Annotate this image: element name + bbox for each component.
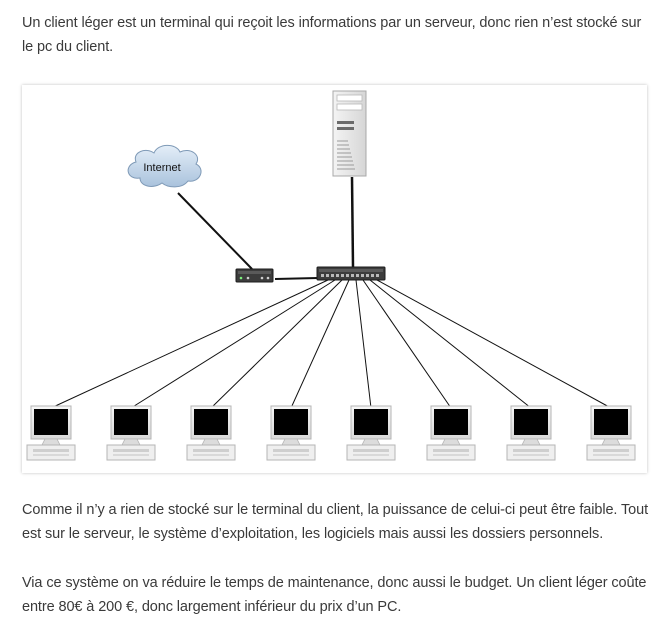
cable-router-switch — [274, 277, 319, 280]
cable-lines — [50, 176, 612, 409]
switch-port — [331, 274, 334, 277]
switch-port — [351, 274, 354, 277]
network-diagram-svg: Internet — [26, 90, 636, 461]
cable-switch-client — [130, 279, 336, 409]
thin-client-row — [26, 405, 636, 461]
client-cables — [50, 279, 612, 409]
switch-port — [356, 274, 359, 277]
switch-port — [321, 274, 324, 277]
router-icon — [235, 268, 274, 283]
cable-switch-client — [362, 279, 452, 409]
network-diagram: Internet — [22, 85, 647, 473]
network-switch-icon — [316, 266, 386, 281]
cloud-icon: Internet — [127, 144, 202, 188]
switch-port — [366, 274, 369, 277]
switch-port — [341, 274, 344, 277]
switch-port — [361, 274, 364, 277]
cable-switch-client — [210, 279, 343, 409]
thin-client-computer-icon — [26, 405, 76, 461]
cable-switch-client — [290, 279, 350, 409]
thin-client-computer-icon — [266, 405, 316, 461]
thin-client-computer-icon — [346, 405, 396, 461]
cable-server-switch — [350, 176, 355, 268]
cable-switch-client — [376, 279, 612, 409]
switch-port — [376, 274, 379, 277]
cable-internet-router — [177, 192, 253, 270]
switch-port — [371, 274, 374, 277]
server-tower-icon — [332, 90, 367, 177]
thin-client-computer-icon — [506, 405, 556, 461]
paragraph-2: Comme il n’y a rien de stocké sur le ter… — [22, 502, 649, 542]
paragraph-3: Via ce système on va réduire le temps de… — [22, 575, 647, 615]
cable-switch-client — [355, 279, 372, 409]
thin-client-computer-icon — [426, 405, 476, 461]
intro-paragraph: Un client léger est un terminal qui reço… — [22, 15, 642, 55]
cable-switch-client — [369, 279, 532, 409]
cable-switch-client — [50, 279, 329, 409]
switch-port — [326, 274, 329, 277]
switch-port — [336, 274, 339, 277]
switch-port — [346, 274, 349, 277]
thin-client-computer-icon — [186, 405, 236, 461]
thin-client-computer-icon — [586, 405, 636, 461]
thin-client-computer-icon — [106, 405, 156, 461]
internet-label: Internet — [143, 162, 180, 174]
